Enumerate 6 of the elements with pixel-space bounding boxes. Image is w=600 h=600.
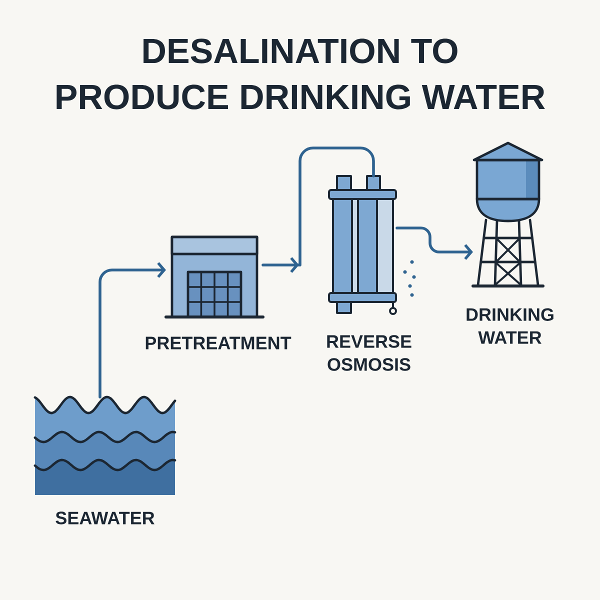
node-label: PRETREATMENT: [146, 336, 292, 350]
title: DESALINATION TO PRODUCE DRINKING WATER: [56, 38, 545, 110]
node-label: SEAWATER: [56, 512, 154, 524]
node-label: DRINKING WATER: [466, 308, 554, 344]
arrow: [98, 262, 166, 398]
node-label: REVERSE OSMOSIS: [327, 335, 412, 371]
